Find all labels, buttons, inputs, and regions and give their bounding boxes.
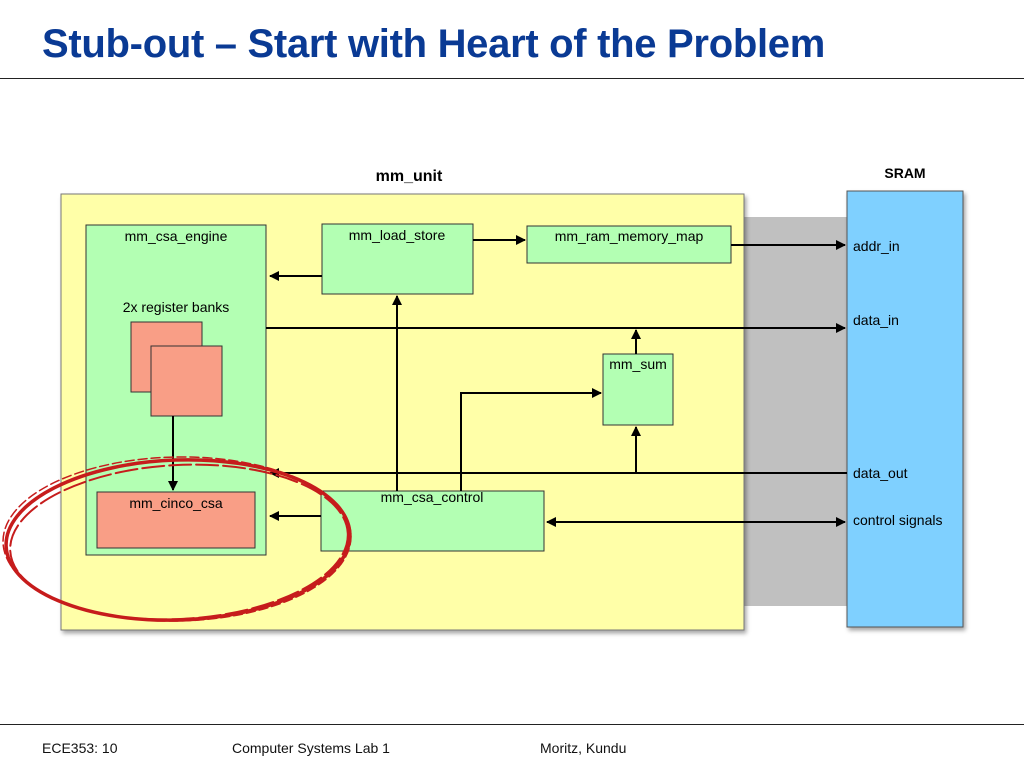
footer-lab: Computer Systems Lab 1 [232,740,390,756]
port-data-out: data_out [853,465,908,481]
highlight-ellipse [2,456,352,622]
csa-control-box [320,490,545,552]
sum-box [602,353,674,426]
port-data-in: data_in [853,312,899,328]
slide-title: Stub-out – Start with Heart of the Probl… [42,22,825,66]
sram-box [846,190,964,628]
csa-engine-label: mm_csa_engine [125,228,228,244]
csa-control-label: mm_csa_control [381,489,484,505]
load-store-label: mm_load_store [349,227,446,243]
load-store-box [321,223,474,295]
cinco-csa-box [96,491,256,549]
footer-course: ECE353: 10 [42,740,118,756]
port-control-signals: control signals [853,512,943,528]
footer-divider [0,724,1024,725]
arrow-control-to-sum [460,388,602,491]
mm-unit-label: mm_unit [376,168,443,185]
ram-memory-map-label: mm_ram_memory_map [555,228,704,244]
port-addr-in: addr_in [853,238,900,254]
sram-label: SRAM [884,165,925,181]
register-banks-label: 2x register banks [123,299,230,315]
cinco-csa-label: mm_cinco_csa [129,495,223,511]
register-bank-front [150,345,223,417]
title-divider [0,78,1024,79]
ram-memory-map-box [526,225,732,264]
footer-authors: Moritz, Kundu [540,740,627,756]
sum-label: mm_sum [609,356,667,372]
bus-band [740,217,850,606]
